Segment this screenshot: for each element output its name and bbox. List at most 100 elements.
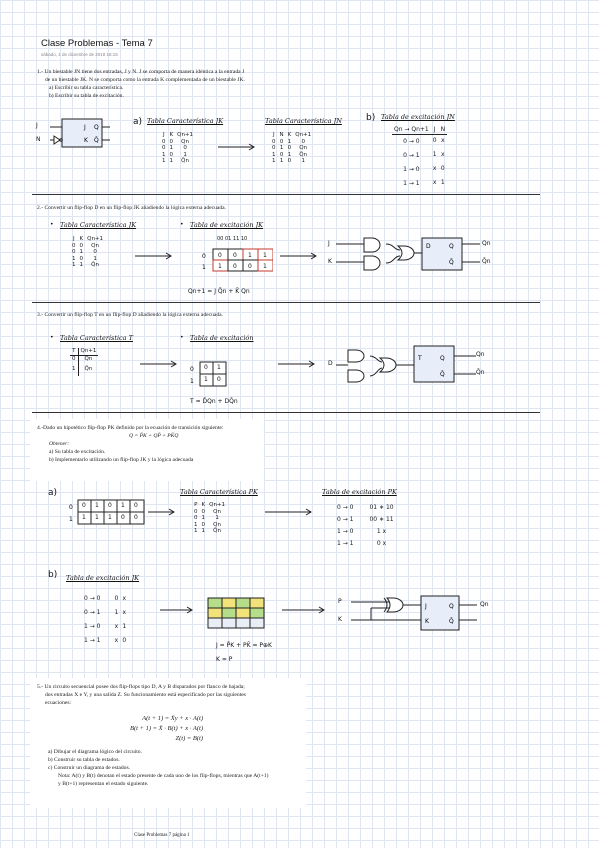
equation: Qn+1 = J Q̄n + K̄ Qn: [188, 288, 250, 295]
output-qbar-label: Q̄n: [482, 258, 491, 265]
svg-text:0: 0: [190, 366, 194, 373]
problem-1-text: 1.- Un biestable JN tiene dos entradas, …: [37, 69, 245, 99]
kmap-cell: 1: [121, 502, 125, 509]
problem-2-text: 2.- Convertir un flip-flop D en un flip-…: [37, 205, 227, 211]
svg-text:0: 0: [69, 504, 73, 511]
svg-text:K: K: [84, 137, 89, 144]
divider: [32, 302, 540, 303]
kmap-cell: 0: [134, 502, 138, 509]
svg-text:Q: Q: [440, 355, 445, 362]
kmap-cell: 1: [82, 514, 86, 521]
svg-text:Q̄: Q̄: [94, 137, 99, 144]
output-qbar-label: Q̄n: [476, 369, 485, 376]
problem-5-text: 5.- Un circuito secuencial posee dos fli…: [37, 684, 246, 706]
output-q-label: Qn: [482, 240, 491, 247]
input-k-label: K: [338, 616, 342, 623]
svg-text:Q̄: Q̄: [440, 371, 445, 378]
equation-j: J = P̄K + PK̄ = P⊕K: [216, 642, 272, 649]
kmap-cell: 1: [217, 364, 221, 371]
svg-text:T: T: [417, 355, 422, 362]
bullet: •: [50, 334, 54, 341]
output-q-label: Qn: [476, 351, 485, 358]
kmap-cell: 0: [108, 502, 112, 509]
svg-text:0: 0: [202, 253, 206, 260]
problem-4-box: [30, 419, 264, 481]
label-a: a): [133, 117, 143, 127]
kmap-cell: 0: [233, 263, 237, 270]
bullet: •: [180, 221, 184, 228]
kmap-cell: 0: [233, 252, 237, 259]
kmap-cell: 1: [248, 252, 252, 259]
kmap-cell: 0: [248, 263, 252, 270]
arrow-icon: [135, 252, 172, 260]
table-exc-jk-title: Tabla de excitación JK: [66, 574, 140, 582]
arrow-icon: [148, 508, 175, 516]
table-exc-jn-title: Tabla de excitación JN: [381, 113, 455, 121]
table-exc-jk-title: Tabla de excitación JK: [190, 221, 264, 229]
equations: A(t + 1) = X̄y + x · A(t) B(t + 1) = X̄ …: [130, 715, 203, 742]
svg-text:Q̄: Q̄: [449, 618, 454, 625]
svg-text:J: J: [424, 603, 427, 610]
jn-flipflop-diagram: J Q K Q̄: [50, 118, 110, 148]
svg-text:1: 1: [202, 264, 206, 271]
kmap-cell: 1: [263, 263, 267, 270]
input-j-label: J: [36, 122, 38, 129]
output-q-label: Qn: [480, 601, 489, 608]
table-exc-pk-title: Tabla de excitación PK: [322, 488, 397, 496]
bullet: •: [50, 221, 54, 228]
kmap-columns: 00 01 11 10: [217, 236, 248, 242]
page-date: sábado, 1 de diciembre de 2018 18:15: [41, 52, 118, 57]
svg-text:Q: Q: [449, 243, 454, 250]
divider: [32, 412, 540, 413]
table-jk-title: Tabla Característica JK: [60, 221, 137, 229]
equation-k: K = P: [216, 656, 233, 663]
label-b: b): [366, 113, 376, 123]
input-j-label: J: [328, 240, 330, 247]
input-k-label: K: [328, 258, 332, 265]
arrow-icon: [140, 360, 177, 368]
kmap-cell: 0: [218, 252, 222, 259]
input-p-label: P: [338, 598, 342, 605]
kmap-cell: 1: [263, 252, 267, 259]
equation: T = D̄Qn + DQ̄n: [190, 398, 238, 405]
page-footer: Clase Problemas 7 página 1: [134, 833, 190, 838]
problem-5-box: [30, 678, 306, 808]
input-n-label: N: [36, 136, 41, 143]
kmap-cell: 1: [108, 514, 112, 521]
kmap-cell: 1: [204, 376, 208, 383]
table-t-title: Tabla Característica T: [60, 334, 133, 342]
label-a: a): [48, 488, 58, 498]
kmap-cell: 0: [134, 514, 138, 521]
bullet: •: [180, 334, 184, 341]
svg-text:Q̄: Q̄: [449, 259, 454, 266]
arrow-icon: [218, 143, 255, 151]
kmap-cell: 0: [121, 514, 125, 521]
svg-text:J: J: [83, 124, 86, 131]
kmap-cell: 0: [217, 376, 221, 383]
kmap-cell: 1: [95, 502, 99, 509]
svg-text:D: D: [426, 243, 431, 250]
svg-text:Q: Q: [94, 124, 99, 131]
label-b: b): [48, 570, 58, 580]
kmap-cell: 1: [95, 514, 99, 521]
kmap-cell: 1: [218, 263, 222, 270]
kmap-t: 01: [190, 361, 227, 387]
arrow-icon: [265, 508, 312, 516]
arrow-icon: [282, 606, 325, 614]
table-pk-title: Tabla Característica PK: [180, 488, 258, 496]
arrow-icon: [280, 252, 317, 260]
svg-text:1: 1: [190, 378, 194, 385]
divider: [32, 194, 540, 195]
d-to-jk-circuit: D Q Q̄: [336, 237, 480, 271]
page-title: Clase Problemas - Tema 7: [41, 38, 153, 49]
input-d-label: D: [328, 360, 333, 367]
kmap-jk: 01: [202, 248, 273, 272]
